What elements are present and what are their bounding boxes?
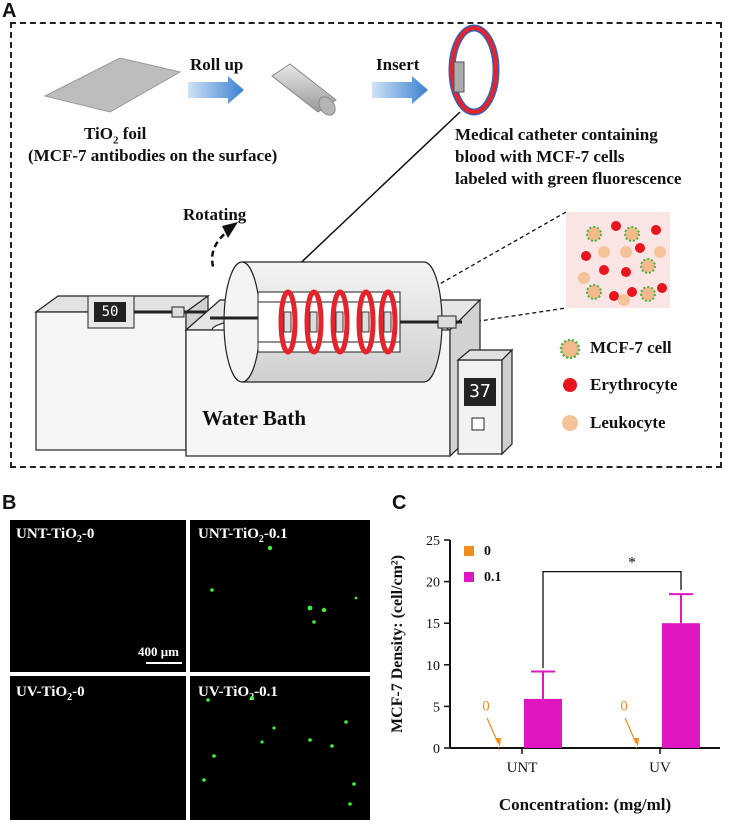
legend-leukocyte-label: Leukocyte [590, 413, 666, 432]
y-tick-label: 15 [426, 617, 440, 632]
bar-series-0-1 [662, 623, 700, 748]
scale-bar [146, 662, 182, 664]
catheter-rings-in-drum [278, 289, 398, 355]
legend-erythrocyte-label: Erythrocyte [590, 375, 678, 394]
y-tick-label: 25 [426, 534, 440, 549]
micrograph-label: UV-TiO2-0 [16, 684, 85, 703]
insert-label: Insert [376, 55, 420, 74]
foil-description: (MCF-7 antibodies on the surface) [28, 146, 278, 165]
legend-swatch [464, 572, 474, 582]
catheter-description: Medical catheter containing blood with M… [455, 125, 682, 188]
micrograph-unt-0-1: UNT-TiO2-0.1 [190, 520, 370, 672]
rolled-foil-rod [271, 63, 337, 116]
timer-display: 50 [101, 304, 119, 320]
bar-series-0 [498, 747, 499, 748]
y-axis-label: MCF-7 Density: (cell/cm²) [389, 555, 406, 733]
legend-erythrocyte-marker [563, 378, 577, 392]
significance-star: * [628, 555, 636, 572]
legend-mcf7-label: MCF-7 cell [590, 338, 672, 357]
legend-label: 0 [484, 544, 491, 559]
foil-label: TiO2 foil [84, 124, 147, 147]
y-tick-label: 0 [433, 742, 440, 757]
legend-swatch [464, 546, 474, 556]
bar-series-0 [636, 747, 637, 748]
fluorescent-cells [210, 545, 358, 624]
temperature-display: 37 [469, 381, 491, 402]
roll-up-arrow [188, 76, 244, 104]
roll-up-label: Roll up [190, 55, 244, 74]
panel-a-letter: A [2, 0, 17, 22]
y-tick-label: 5 [433, 700, 440, 715]
rotating-label: Rotating [183, 205, 247, 224]
insert-arrow [372, 76, 428, 104]
fluorescent-cells [202, 696, 356, 806]
tio2-foil [43, 57, 182, 113]
micrograph-label: UNT-TiO2-0.1 [198, 526, 288, 545]
water-bath-label: Water Bath [202, 406, 307, 430]
micrograph-uv-0-1: UV-TiO2-0.1 [190, 676, 370, 820]
cell-mixture-cells [578, 221, 667, 306]
x-tick-label: UV [649, 760, 671, 776]
legend-leukocyte-marker [562, 415, 578, 431]
x-axis-label: Concentration: (mg/ml) [499, 795, 671, 814]
legend-mcf7-marker [559, 338, 581, 360]
panel-c-letter: C [392, 492, 407, 514]
micrograph-unt-0: UNT-TiO2-0 400 μm [10, 520, 186, 672]
catheter-ring-icon [448, 24, 500, 116]
control-tower [456, 348, 514, 456]
micrograph-uv-0: UV-TiO2-0 [10, 676, 186, 820]
panel-b-letter: B [2, 492, 17, 514]
bar-series-0-1 [524, 698, 562, 748]
micrograph-label: UNT-TiO2-0 [16, 526, 95, 545]
panel-a-frame [10, 22, 722, 468]
scale-bar-label: 400 μm [138, 644, 179, 659]
zero-value-label: 0 [482, 699, 490, 715]
timer-unit [87, 295, 226, 329]
zero-value-arrowhead [495, 738, 501, 747]
x-tick-label: UNT [507, 760, 538, 776]
panel-a-illustration [34, 24, 670, 458]
y-tick-label: 20 [426, 576, 440, 591]
y-tick-label: 10 [426, 659, 440, 674]
significance-bracket [542, 570, 682, 669]
legend-label: 0.1 [484, 570, 502, 585]
zero-value-label: 0 [620, 699, 628, 715]
micrograph-label: UV-TiO2-0.1 [198, 684, 278, 703]
zero-value-arrowhead [633, 738, 639, 747]
